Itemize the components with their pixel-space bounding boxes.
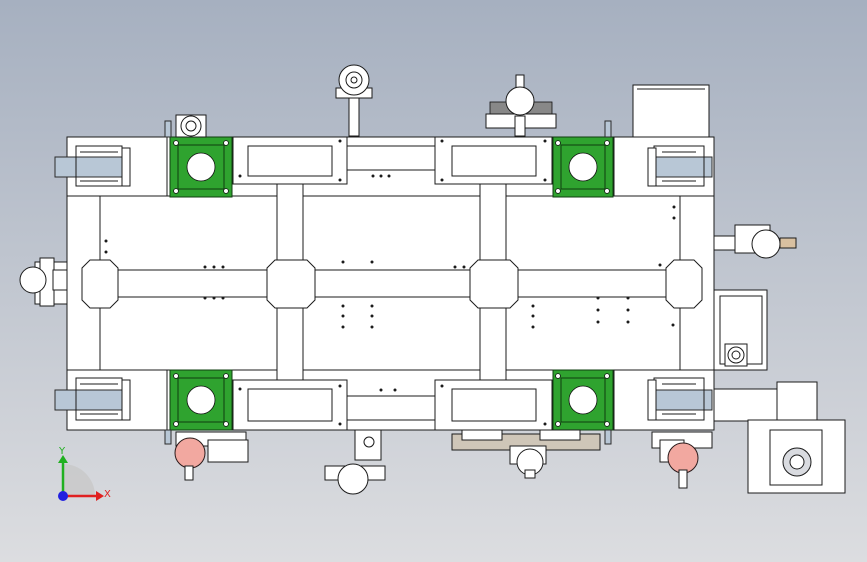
z-axis-origin	[58, 491, 68, 501]
green-plate-top-left	[169, 136, 233, 198]
y-axis-label: Y	[58, 446, 66, 457]
octagon-blocks	[81, 259, 703, 309]
left-roller	[19, 257, 68, 307]
top-left-pulley	[175, 114, 207, 138]
slot-brackets	[232, 136, 553, 431]
bottom-center-roller	[324, 429, 386, 495]
x-axis-arrowhead	[96, 491, 104, 501]
x-axis-label: X	[104, 489, 111, 500]
triad-plane	[63, 464, 95, 496]
corner-clamp-bottom-left	[54, 369, 168, 431]
corner-clamp-bottom-right	[613, 369, 715, 431]
y-axis-arrowhead	[58, 455, 68, 463]
corner-clamp-top-left	[54, 136, 168, 197]
right-motor-housing	[713, 289, 768, 371]
top-right-cylinder	[485, 74, 557, 137]
coordinate-triad: X Y	[58, 446, 111, 501]
frame-holes	[104, 139, 676, 426]
corner-clamp-top-right	[613, 136, 715, 197]
bottom-chain-assembly	[451, 429, 601, 479]
green-plate-bottom-right	[552, 369, 614, 431]
right-lower-arm	[713, 381, 846, 494]
blue-posts	[164, 120, 612, 445]
green-plate-bottom-left	[169, 369, 233, 431]
bottom-left-roller	[174, 431, 249, 481]
right-roller	[713, 224, 797, 259]
bottom-right-roller	[651, 431, 713, 489]
top-center-roller	[335, 64, 373, 137]
top-right-motor-box	[632, 84, 710, 138]
green-plate-top-right	[552, 136, 614, 198]
